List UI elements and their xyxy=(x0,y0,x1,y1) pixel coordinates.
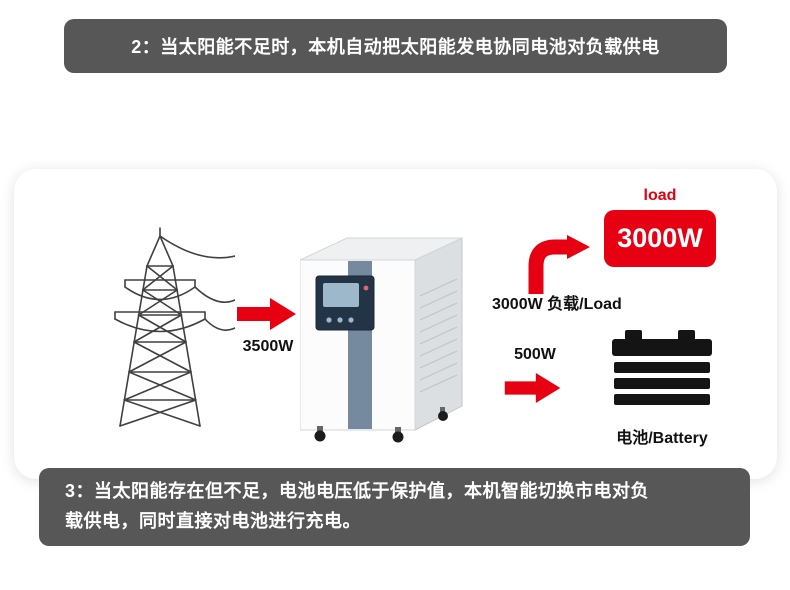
battery-power-label: 500W xyxy=(514,346,556,363)
battery-arrow-right-icon xyxy=(504,372,562,404)
grid-power-label: 3500W xyxy=(242,338,294,355)
curved-arrow-icon xyxy=(527,234,591,294)
inverter-machine-image xyxy=(300,226,480,444)
load-badge: 3000W xyxy=(604,210,716,267)
banner-bottom: 3：当太阳能存在但不足，电池电压低于保护值，本机智能切换市电对负 载供电，同时直… xyxy=(39,468,750,546)
load-caption: 3000W 负载/Load xyxy=(492,296,622,313)
banner-bottom-line1: 3：当太阳能存在但不足，电池电压低于保护值，本机智能切换市电对负 xyxy=(65,481,650,502)
banner-top: 2：当太阳能不足时，本机自动把太阳能发电协同电池对负载供电 xyxy=(64,19,727,73)
battery-caption: 电池/Battery xyxy=(616,430,708,447)
load-value: 3000W xyxy=(617,223,703,253)
banner-bottom-line2: 载供电，同时直接对电池进行充电。 xyxy=(65,511,361,531)
grid-arrow-right-icon xyxy=(237,297,297,331)
banner-top-text: 2：当太阳能不足时，本机自动把太阳能发电协同电池对负载供电 xyxy=(131,37,660,57)
battery-icon xyxy=(612,330,712,418)
load-tag: load xyxy=(643,187,677,204)
transmission-tower-icon xyxy=(85,220,235,430)
